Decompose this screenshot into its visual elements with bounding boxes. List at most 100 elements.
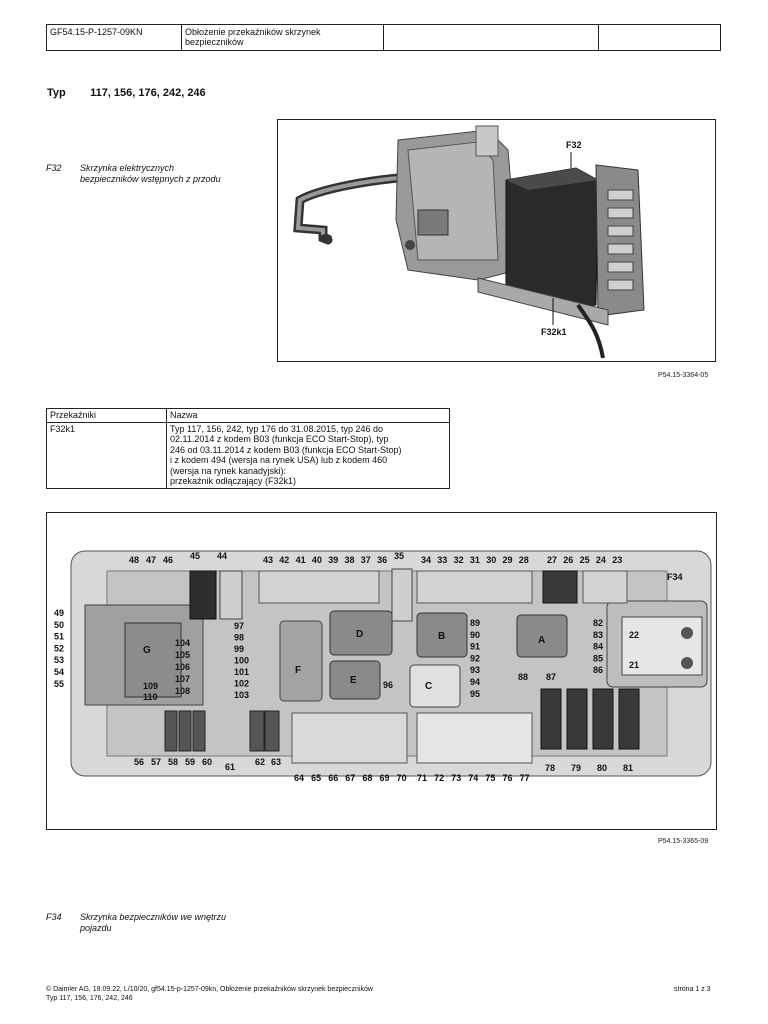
- page-number: strona 1 z 3: [674, 986, 711, 993]
- fuse-label-bottom: 57: [151, 757, 161, 767]
- fuse-label-top: 38: [345, 555, 355, 565]
- relay-box-a: A: [538, 635, 545, 646]
- fuse-label: 98: [234, 633, 244, 643]
- desc-line: i z kodem 494 (wersja na rynek USA) lub …: [170, 455, 388, 465]
- fuse-label-bottom: 63: [271, 757, 281, 767]
- fuse-label-left: 53: [54, 655, 64, 665]
- fuse-label-left: 54: [54, 667, 64, 677]
- header-empty-cell-2: [599, 25, 720, 50]
- legend-code-f34: F34: [46, 912, 62, 922]
- document-header-table: GF54.15-P-1257-09KN Obłożenie przekaźnik…: [46, 24, 721, 51]
- fuse-label: 94: [470, 677, 480, 687]
- fuse-label: 95: [470, 689, 480, 699]
- relay-box-g: G: [143, 645, 151, 656]
- fuse-label-top: 31: [470, 555, 480, 565]
- doc-id: GF54.15-P-1257-09KN: [47, 25, 182, 50]
- fuse-label-bottom: 68: [362, 773, 372, 783]
- fuse-label: 106: [175, 662, 190, 672]
- fuse-label-top: 34: [421, 555, 431, 565]
- doc-title: Obłożenie przekaźników skrzynek bezpiecz…: [182, 25, 384, 50]
- relay-box-f: F: [295, 665, 301, 676]
- fuse-label-bottom: 59: [185, 757, 195, 767]
- fuse-label-top: 43: [263, 555, 273, 565]
- fuse-label-bottom: 79: [571, 763, 581, 773]
- fuse-label-top: 23: [612, 555, 622, 565]
- footer-line2: Typ 117, 156, 176, 242, 246: [46, 995, 133, 1002]
- fuse-label: 104: [175, 638, 190, 648]
- fuse-label: 110: [143, 692, 158, 702]
- fuse-label-bottom: 66: [328, 773, 338, 783]
- callout-f32k1: F32k1: [541, 327, 567, 337]
- fuse-label-bottom: 74: [468, 773, 478, 783]
- fuse-label: 88: [518, 672, 528, 682]
- fuse-label-bottom: 60: [202, 757, 212, 767]
- relay-box-d: D: [356, 629, 363, 640]
- fuse-label: 108: [175, 686, 190, 696]
- fuse-label-bottom: 73: [451, 773, 461, 783]
- fuse-label-top: 36: [377, 555, 387, 565]
- fuse-label-bottom: 77: [520, 773, 530, 783]
- fuse-label-top: 28: [519, 555, 529, 565]
- desc-line: przekaźnik odłączający (F32k1): [170, 476, 297, 486]
- fuse-label-bottom: 62: [255, 757, 265, 767]
- fuse-label: 91: [470, 642, 480, 652]
- relay-label-top: 44: [217, 551, 227, 561]
- fuse-label-bottom: 76: [503, 773, 513, 783]
- relay-description-cell: Typ 117, 156, 242, typ 176 do 31.08.2015…: [166, 421, 450, 489]
- fuse-label: 105: [175, 650, 190, 660]
- relay-id-cell: F32k1: [46, 421, 167, 489]
- relay-box-b: B: [438, 631, 445, 642]
- fuse-label-top: 27: [547, 555, 557, 565]
- name-col-header: Nazwa: [166, 408, 450, 423]
- legend-code-f32: F32: [46, 163, 62, 173]
- relay-box-c: C: [425, 681, 432, 692]
- relay-label-top: 45: [190, 551, 200, 561]
- fuse-label: 109: [143, 681, 158, 691]
- fuse-label-top: 48: [129, 555, 139, 565]
- relay-label-top: 35: [394, 551, 404, 561]
- fuse-label-top: 41: [296, 555, 306, 565]
- fuse-label-top: 30: [486, 555, 496, 565]
- typ-heading: Typ 117, 156, 176, 242, 246: [47, 87, 206, 99]
- footer: © Daimler AG, 19.09.22, L/10/20, gf54.15…: [46, 985, 373, 1003]
- fuse-label-bottom: 58: [168, 757, 178, 767]
- fuse-label-top: 46: [163, 555, 173, 565]
- desc-line: 246 od 03.11.2014 z kodem B03 (funkcja E…: [170, 444, 402, 455]
- fuse-label-bottom: 75: [485, 773, 495, 783]
- fuse-label: 99: [234, 644, 244, 654]
- legend-f34-line1: Skrzynka bezpieczników we wnętrzu: [80, 912, 227, 922]
- fuse-label: 103: [234, 690, 249, 700]
- fuse-label: 82: [593, 618, 603, 628]
- typ-models: 117, 156, 176, 242, 246: [90, 87, 206, 99]
- fuse-label: 85: [593, 653, 603, 663]
- header-empty-cell-1: [384, 25, 599, 50]
- fuse-label: 102: [234, 679, 249, 689]
- fuse-label: 90: [470, 630, 480, 640]
- fuse-label-left: 49: [54, 608, 64, 618]
- relay-table-header-row: Przekaźniki Nazwa: [46, 408, 450, 423]
- fuse-label-bottom: 72: [434, 773, 444, 783]
- fuse-label-top: 24: [596, 555, 606, 565]
- desc-line: Typ 117, 156, 242, typ 176 do 31.08.2015…: [170, 423, 384, 434]
- front-fuse-box-illustration: F32 F32k1: [293, 125, 645, 359]
- fuse-label-top: 39: [328, 555, 338, 565]
- fuse-label-top: 32: [454, 555, 464, 565]
- figure1-frame: F32 F32k1: [277, 119, 716, 362]
- fuse-label: 92: [470, 653, 480, 663]
- fuse-label: 93: [470, 665, 480, 675]
- fuse-label-top: 25: [580, 555, 590, 565]
- fuse-label-top: 37: [361, 555, 371, 565]
- relay-box-e: E: [350, 675, 357, 686]
- figure2-ref: P54.15-3365-09: [658, 838, 709, 845]
- fuse-label-bottom: 78: [545, 763, 555, 773]
- legend-f34-line2: pojazdu: [80, 923, 112, 933]
- relay-table: Przekaźniki Nazwa F32k1 Typ 117, 156, 24…: [46, 408, 450, 489]
- fuse-label: 86: [593, 665, 603, 675]
- fuse-label: 96: [383, 680, 393, 690]
- relay-col-header: Przekaźniki: [46, 408, 167, 423]
- fuse-label-top: 26: [563, 555, 573, 565]
- fuse-label: 100: [234, 656, 249, 666]
